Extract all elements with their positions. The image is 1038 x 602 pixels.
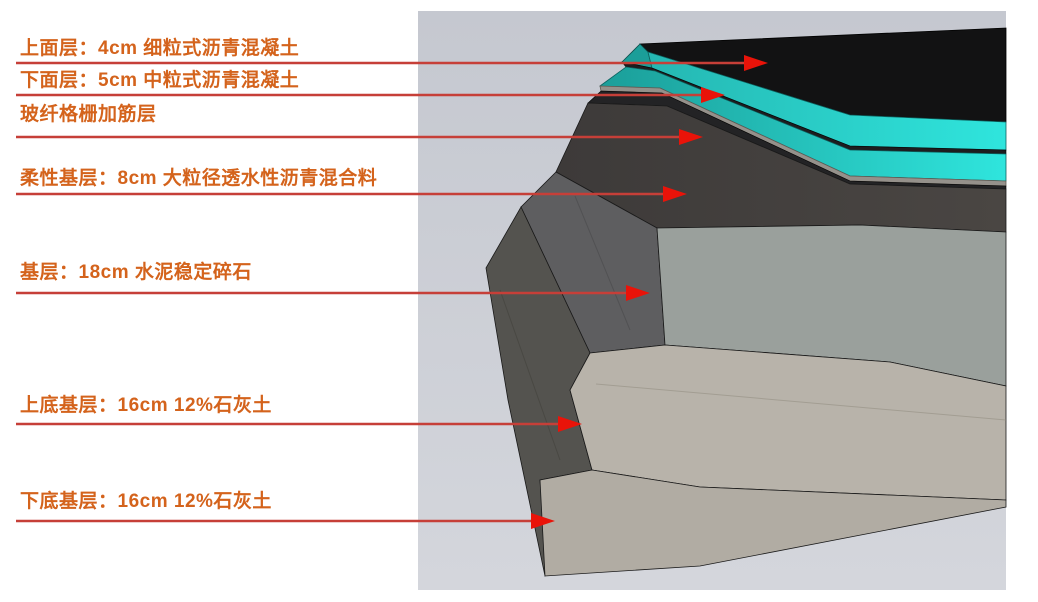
leader-arrows [16,55,768,529]
arrow-lower-subbase [16,513,555,529]
arrow-fiberglass-grid [16,129,703,145]
base-course-left-face-seam [574,195,631,331]
layer-label-base-course: 基层：18cm 水泥稳定碎石 [20,262,252,283]
layer-label-binder-course: 下面层：5cm 中粒式沥青混凝土 [20,70,300,91]
arrow-binder-course [16,87,725,103]
arrow-upper-subbase [16,416,582,432]
layer-label-surface-course: 上面层：4cm 细粒式沥青混凝土 [20,38,300,59]
arrow-surface-course [16,55,768,71]
layer-label-flexible-base: 柔性基层：8cm 大粒径透水性沥青混合料 [20,168,378,189]
arrow-head-icon [744,55,768,71]
lower-subbase-face [539,469,1007,577]
arrow-head-icon [626,285,650,301]
arrow-flexible-base [16,186,687,202]
arrow-head-icon [531,513,555,529]
arrow-head-icon [663,186,687,202]
arrow-head-icon [701,87,725,103]
arrow-head-icon [679,129,703,145]
arrow-head-icon [558,416,582,432]
upper-subbase-crease [595,383,1007,421]
layer-label-upper-subbase: 上底基层：16cm 12%石灰土 [20,395,272,416]
layer-label-lower-subbase: 下底基层：16cm 12%石灰土 [20,491,272,512]
subbase-left-face-seam [499,289,561,461]
arrow-base-course [16,285,650,301]
layer-label-fiberglass-grid: 玻纤格栅加筋层 [20,104,157,125]
